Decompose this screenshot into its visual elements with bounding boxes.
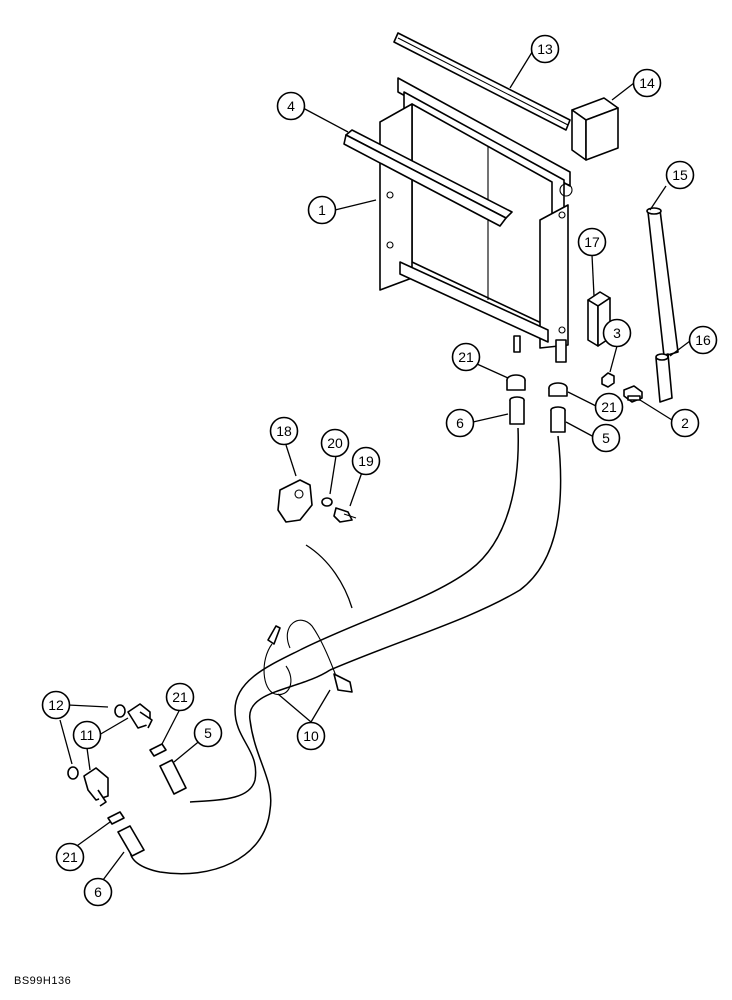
callout-14-label: 14 [639,75,655,91]
callout-10-label: 10 [303,728,319,744]
callout-16: 16 [688,325,718,355]
callout-4-label: 4 [287,98,295,114]
callout-21-b-label: 21 [601,399,617,415]
callout-6-a: 6 [445,408,475,438]
callout-4: 4 [276,91,306,121]
hose-end-6-lower [117,825,145,857]
callout-16-label: 16 [695,332,711,348]
clamp-10-right [286,619,353,693]
callout-17: 17 [577,227,607,257]
callout-11: 11 [72,720,102,750]
callout-18: 18 [269,416,299,446]
hose-clamp-21-lower-lower [107,811,125,825]
callout-5-a-label: 5 [602,430,610,446]
callout-3-label: 3 [613,325,621,341]
callout-5-b-label: 5 [204,725,212,741]
callout-21-c-label: 21 [172,689,188,705]
oil-cooler-1 [379,77,573,363]
reference-code: BS99H136 [14,975,72,987]
callout-21-a: 21 [451,342,481,372]
callout-3: 3 [602,318,632,348]
callout-6-b-label: 6 [94,884,102,900]
callout-21-d: 21 [55,842,85,872]
callout-15-label: 15 [672,167,688,183]
callout-1: 1 [307,195,337,225]
seal-strip-13 [393,32,571,131]
o-ring-12-upper [114,704,126,718]
hose-end-5-lower [159,759,187,795]
elbow-fitting-11-lower [83,767,109,807]
side-seal-16 [655,353,673,403]
washer-20 [321,497,333,507]
pad-17 [587,291,611,347]
callout-13-label: 13 [537,41,553,57]
callout-19-label: 19 [358,453,374,469]
nut-3 [601,372,615,388]
callout-21-b: 21 [594,392,624,422]
callout-6-b: 6 [83,877,113,907]
hose-clamp-21-upper-left [506,374,526,391]
bracket-18 [277,479,313,523]
leader-lines [59,48,691,881]
callout-12: 12 [41,690,71,720]
bolt-19 [333,507,357,523]
hose-clamp-21-lower-upper [149,743,167,757]
callout-2: 2 [670,408,700,438]
hose-end-5-upper [550,406,566,433]
seal-strip-4 [343,129,513,227]
callout-5-b: 5 [193,718,223,748]
elbow-fitting-11-upper [127,703,153,729]
callout-21-c: 21 [165,682,195,712]
callout-13: 13 [530,34,560,64]
callout-12-label: 12 [48,697,64,713]
callout-2-label: 2 [681,415,689,431]
callout-5-a: 5 [591,423,621,453]
hose-end-6-upper [509,396,525,425]
callout-15: 15 [665,160,695,190]
callout-17-label: 17 [584,234,600,250]
callout-21-d-label: 21 [62,849,78,865]
callout-1-label: 1 [318,202,326,218]
callout-21-a-label: 21 [458,349,474,365]
callout-19: 19 [351,446,381,476]
callout-20: 20 [320,428,350,458]
callout-11-label: 11 [80,727,95,743]
foam-block-14 [571,97,619,161]
callout-10: 10 [296,721,326,751]
hose-clamp-21-upper-right [548,382,568,397]
clamp-10-left [263,625,292,696]
bolt-2 [623,385,643,403]
o-ring-12-lower [67,766,79,780]
callout-6-a-label: 6 [456,415,464,431]
callout-14: 14 [632,68,662,98]
callout-20-label: 20 [327,435,343,451]
side-seal-15 [646,207,679,357]
hose-lines [129,427,562,875]
callout-18-label: 18 [276,423,292,439]
